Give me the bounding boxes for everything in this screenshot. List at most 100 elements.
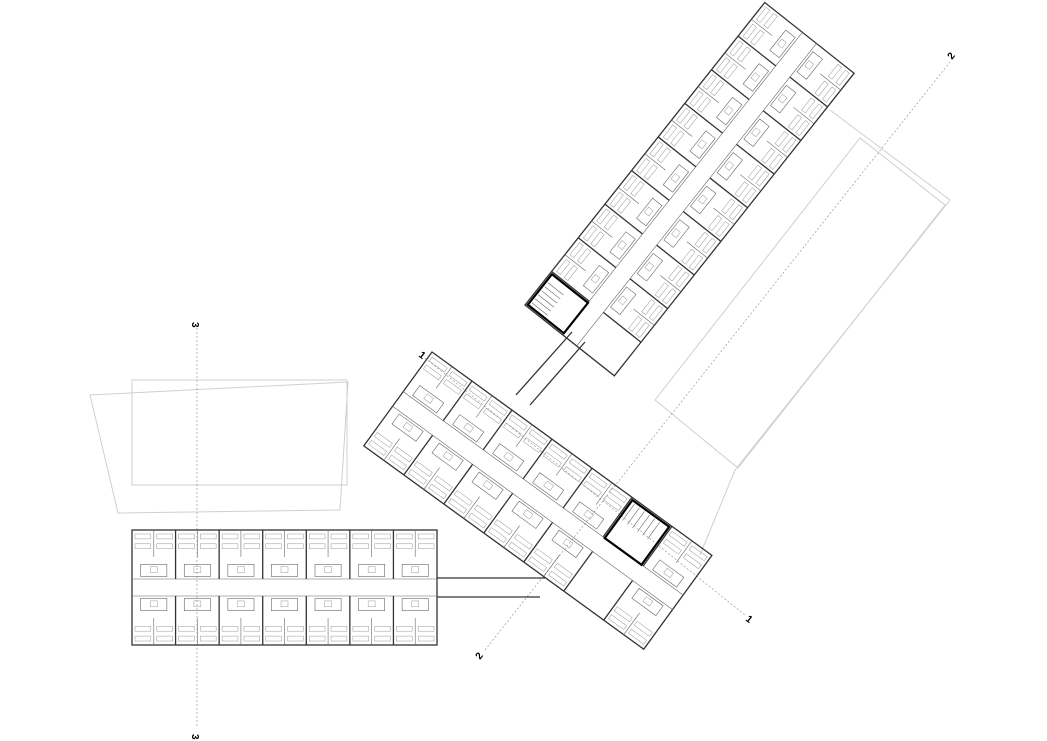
bed-icon: [569, 242, 584, 259]
bed-icon: [822, 86, 837, 103]
bed-icon: [543, 451, 562, 468]
bed-icon: [715, 221, 730, 237]
wing-central: [362, 351, 713, 651]
sink-icon: [724, 161, 735, 171]
bed-icon: [768, 153, 783, 170]
room-divider: [686, 241, 708, 259]
stair-tread: [637, 514, 650, 532]
bathroom-icon: [431, 442, 464, 471]
bed-icon: [827, 63, 842, 80]
bed-icon: [483, 408, 502, 424]
bed-icon: [156, 533, 173, 540]
bed-icon: [747, 164, 763, 181]
bed-icon: [633, 620, 653, 637]
sink-icon: [150, 566, 158, 573]
room-divider: [435, 366, 453, 389]
bathroom-icon: [183, 598, 211, 611]
bed-icon: [636, 158, 651, 175]
room-divider: [543, 554, 560, 577]
sink-icon: [237, 566, 245, 573]
bed-icon: [408, 469, 427, 485]
bed-icon: [548, 443, 568, 460]
room-divider: [671, 119, 693, 137]
room-partition: [482, 409, 513, 451]
bathroom-icon: [769, 29, 796, 59]
room-partition: [682, 211, 722, 242]
room-partition: [602, 311, 642, 343]
bathroom-icon: [271, 563, 298, 577]
bed-icon: [156, 635, 173, 642]
room-divider: [793, 107, 815, 124]
sink-icon: [411, 600, 419, 608]
bed-icon: [590, 231, 605, 248]
room-divider: [739, 174, 762, 192]
section-marker-2-top: 2: [946, 50, 958, 62]
room-partition: [563, 551, 594, 592]
wing-west: [131, 529, 438, 646]
connectors: [437, 331, 586, 598]
bed-icon: [309, 626, 326, 632]
bed-icon: [352, 626, 369, 632]
site-outline-left: [89, 381, 349, 514]
bed-icon: [221, 626, 239, 632]
room-partition: [737, 35, 777, 67]
sink-icon: [503, 451, 514, 462]
room-divider: [697, 86, 720, 104]
room-partition: [483, 492, 514, 534]
room-partition: [551, 270, 590, 302]
bed-icon: [309, 635, 326, 642]
bathroom-icon: [358, 598, 386, 611]
bed-icon: [782, 137, 797, 153]
bed-icon: [508, 541, 527, 558]
stair-tread: [627, 507, 640, 525]
room-partition: [523, 522, 554, 563]
bed-icon: [287, 635, 304, 642]
wing-north: [524, 1, 856, 377]
bed-icon: [702, 74, 717, 90]
bed-icon: [657, 147, 672, 164]
bed-icon: [352, 543, 369, 549]
room-partition: [604, 203, 643, 235]
bed-icon: [801, 97, 816, 114]
section-marker-2-bottom: 2: [474, 650, 486, 662]
bed-icon: [649, 141, 664, 158]
bathroom-icon: [636, 252, 664, 282]
stair-tread: [538, 294, 555, 308]
sink-icon: [193, 566, 202, 573]
bed-icon: [583, 480, 602, 497]
bed-icon: [448, 498, 467, 514]
bed-icon: [178, 635, 195, 642]
bathroom-icon: [314, 563, 342, 577]
room-divider: [503, 525, 520, 548]
bed-icon: [423, 364, 442, 381]
bed-icon: [428, 356, 448, 373]
bathroom-icon: [492, 443, 525, 472]
sink-icon: [367, 566, 376, 573]
bed-icon: [721, 198, 736, 215]
bed-icon: [433, 475, 453, 492]
sink-icon: [482, 480, 494, 491]
bed-icon: [736, 46, 752, 63]
wing-outline: [362, 351, 713, 651]
stair-core: [526, 272, 590, 335]
bathroom-icon: [140, 598, 168, 611]
sink-icon: [751, 127, 761, 138]
bed-icon: [756, 6, 771, 23]
sink-icon: [367, 600, 376, 608]
stair-tread: [642, 518, 655, 536]
sink-icon: [583, 509, 594, 520]
bed-icon: [417, 626, 435, 632]
sink-icon: [697, 139, 707, 150]
bed-icon: [556, 259, 571, 275]
bed-icon: [503, 422, 522, 439]
bed-icon: [734, 181, 749, 198]
corridor-wall: [562, 32, 803, 336]
bed-icon: [265, 543, 282, 549]
bed-icon: [443, 379, 462, 395]
site-outlines: [89, 109, 951, 556]
sink-icon: [237, 600, 245, 608]
stair-tread: [531, 302, 548, 316]
bathroom-icon: [716, 152, 743, 181]
bed-icon: [588, 472, 608, 489]
